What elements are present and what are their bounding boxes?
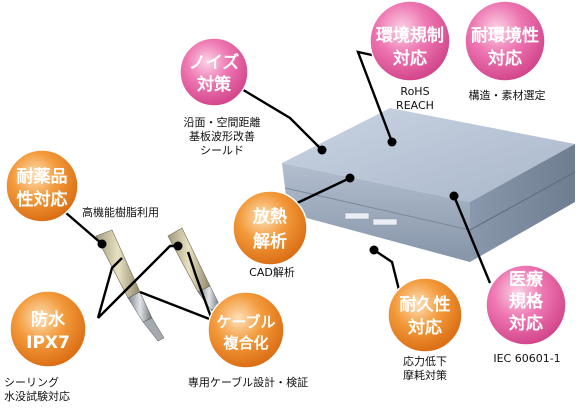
- bubble-noise-line1: ノイズ: [189, 52, 240, 73]
- device-seam-side: [469, 171, 576, 231]
- caption-medical: IEC 60601-1: [482, 352, 572, 366]
- bubble-water: 防水 IPX7: [9, 290, 87, 368]
- caption-medical-line1: IEC 60601-1: [493, 352, 561, 365]
- caption-durable-line2: 摩耗対策: [403, 369, 447, 382]
- dot-heat: [345, 173, 355, 183]
- caption-chem-line1: 高機能樹脂利用: [82, 206, 159, 219]
- probe-left: [95, 229, 165, 342]
- caption-heat-line1: CAD解析: [249, 266, 295, 279]
- device-top: [282, 108, 575, 202]
- bubble-env-reg: 環境規制 対応: [369, 0, 451, 82]
- bubble-chem-line2: 性対応: [17, 189, 68, 210]
- bubble-env-res-line2: 対応: [487, 48, 522, 69]
- bubble-water-line1: 防水: [31, 309, 66, 330]
- caption-heat: CAD解析: [232, 266, 312, 280]
- bubble-heat: 放熱 解析: [232, 190, 308, 266]
- caption-water-line1: シーリング: [4, 376, 59, 389]
- caption-cable-line1: 専用ケーブル設計・検証: [187, 376, 309, 389]
- bubble-chem-line1: 耐薬品: [17, 166, 68, 187]
- bubble-noise-line2: 対策: [196, 74, 232, 95]
- caption-durable-line1: 応力低下: [403, 355, 447, 368]
- device-side: [470, 144, 575, 262]
- bubble-cable-line2: 複合化: [222, 334, 268, 352]
- line-water-a: [96, 257, 123, 319]
- bubble-medical-line3: 対応: [508, 313, 543, 334]
- bubble-medical: 医療 規格 対応: [485, 264, 567, 346]
- caption-env-reg-line2: REACH: [396, 99, 434, 112]
- bubble-env-reg-line2: 対応: [392, 48, 427, 69]
- dot-chem: [97, 239, 107, 249]
- bubble-water-line2: IPX7: [26, 333, 70, 353]
- device-unit: [282, 108, 576, 262]
- dot-durable: [369, 245, 379, 255]
- dot-medical: [449, 191, 459, 201]
- caption-chem: 高機能樹脂利用: [82, 206, 159, 220]
- bubble-env-res: 耐環境性 対応: [464, 0, 546, 82]
- bubble-env-reg-line1: 環境規制: [376, 25, 444, 46]
- caption-env-reg-line1: RoHS: [400, 85, 430, 98]
- caption-noise: 沿面・空間距離 基板波形改善 シールド: [166, 116, 278, 158]
- dot-env-reg: [387, 137, 397, 147]
- bubble-env-res-line1: 耐環境性: [471, 25, 539, 46]
- dot-noise: [317, 145, 327, 155]
- bubble-heat-line2: 解析: [253, 231, 287, 252]
- caption-noise-line2: 基板波形改善: [189, 130, 255, 143]
- line-cable-a: [186, 251, 214, 321]
- bubble-durable-line1: 耐久性: [400, 294, 451, 315]
- bubble-durable: 耐久性 対応: [387, 277, 463, 353]
- connector-dots: [97, 137, 459, 255]
- caption-env-res-line1: 構造・素材選定: [468, 89, 546, 102]
- line-noise: [239, 86, 323, 151]
- bubble-cable-line1: ケーブル: [216, 313, 275, 331]
- bubble-chem: 耐薬品 性対応: [5, 149, 79, 223]
- bubble-noise: ノイズ 対策: [179, 37, 249, 107]
- caption-cable: 専用ケーブル設計・検証: [160, 376, 336, 390]
- bubble-medical-line2: 規格: [509, 291, 544, 312]
- bubble-durable-line2: 対応: [407, 317, 442, 338]
- caption-durable: 応力低下 摩耗対策: [380, 355, 470, 383]
- device-port: [344, 212, 370, 220]
- caption-water-line2: 水没試験対応: [4, 390, 70, 403]
- bubble-cable: ケーブル 複合化: [207, 291, 285, 369]
- bubble-medical-line1: 医療: [509, 269, 544, 290]
- line-medical: [452, 195, 492, 284]
- bubble-heat-line1: 放熱: [252, 206, 287, 227]
- dot-water: [173, 241, 183, 251]
- caption-env-res: 構造・素材選定: [455, 89, 559, 103]
- caption-noise-line3: シールド: [200, 144, 244, 157]
- caption-noise-line1: 沿面・空間距離: [183, 116, 261, 129]
- line-cable-b: [139, 290, 213, 322]
- caption-water: シーリング 水没試験対応: [4, 376, 70, 404]
- caption-env-reg: RoHS REACH: [380, 85, 450, 113]
- device-port: [372, 218, 398, 226]
- line-durable: [373, 249, 402, 295]
- connector-lines: [57, 50, 492, 322]
